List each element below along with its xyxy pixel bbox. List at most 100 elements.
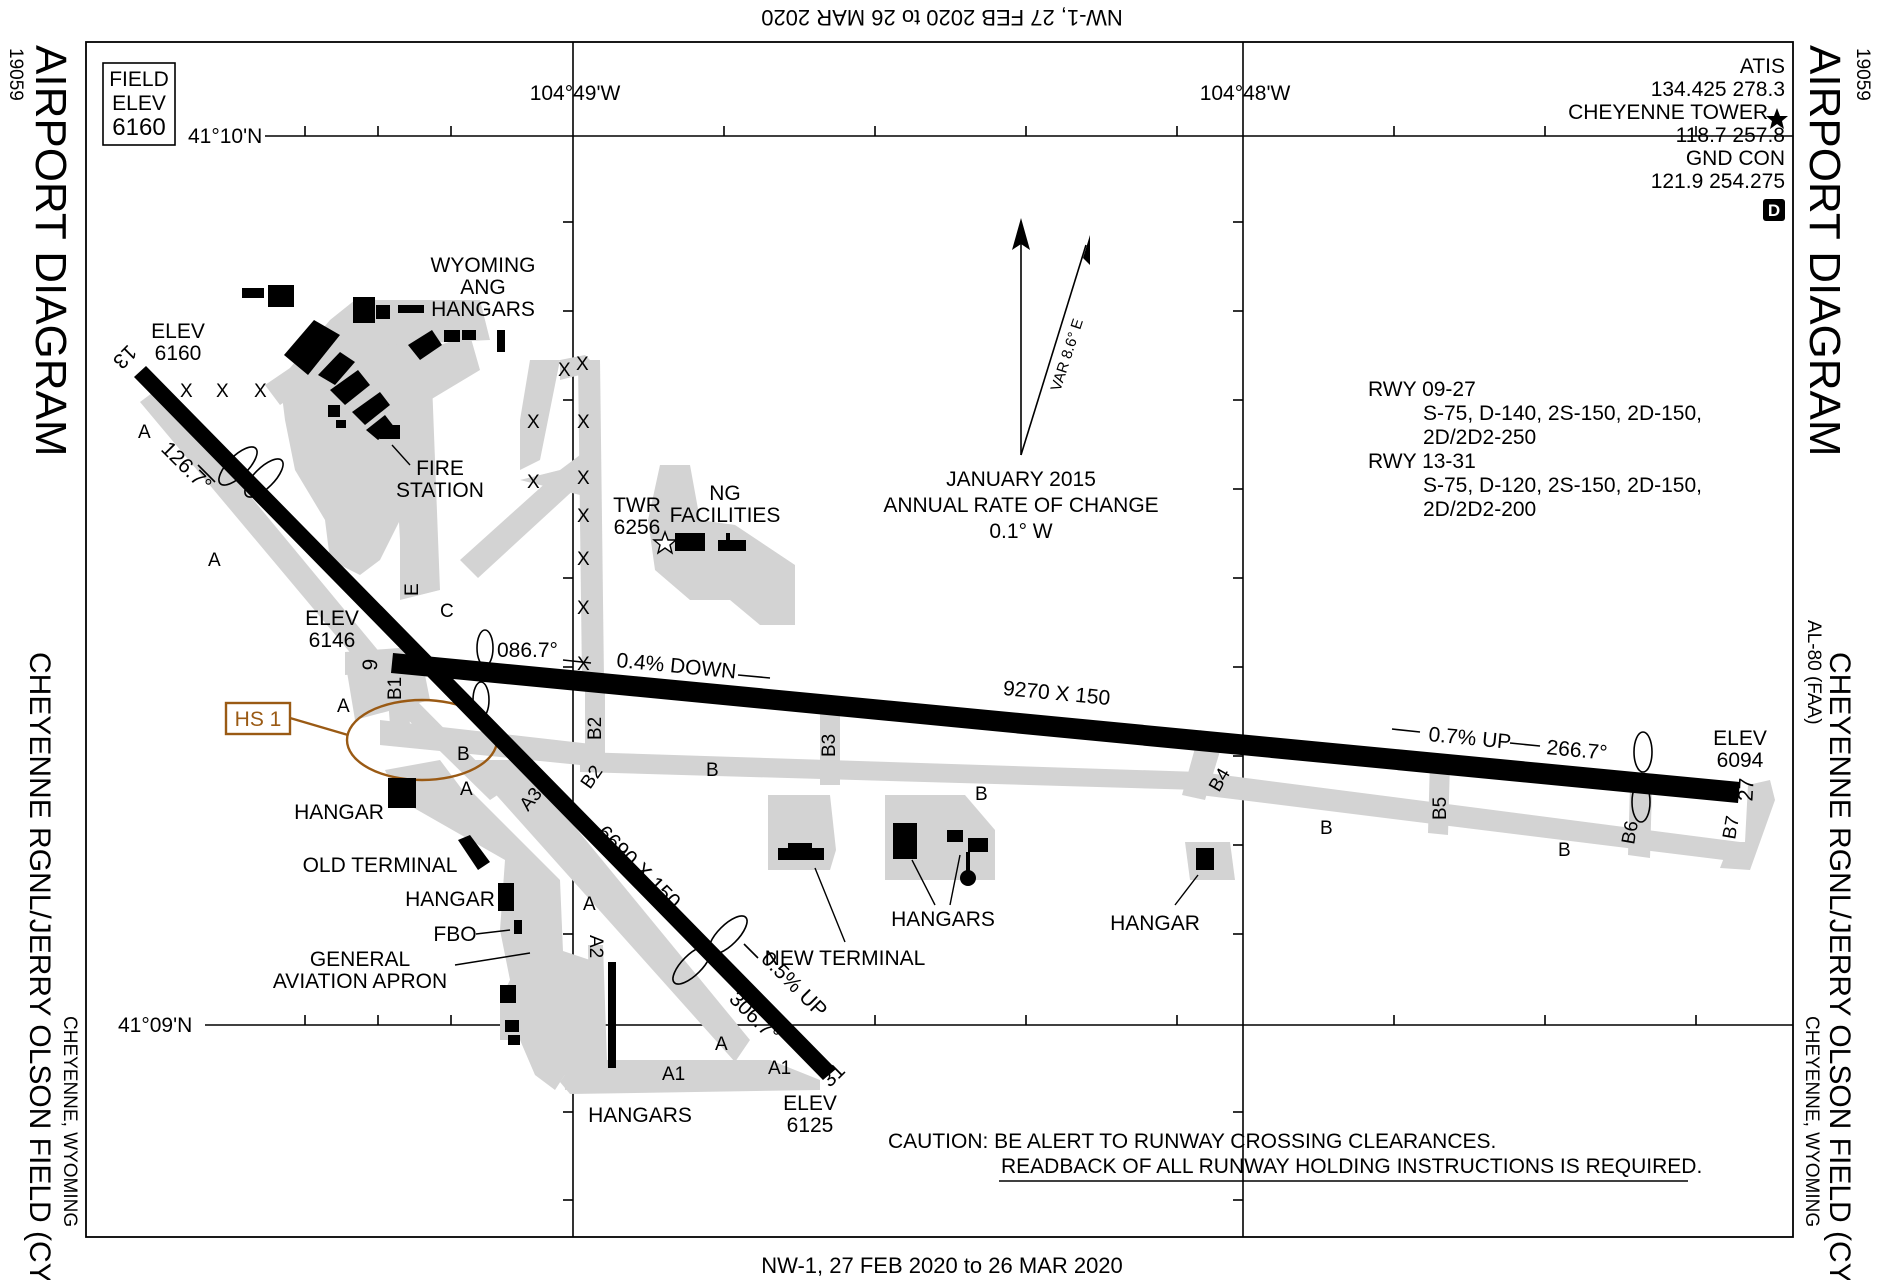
top-banner: NW-1, 27 FEB 2020 to 26 MAR 2020 [761,5,1123,30]
chart-border [85,41,1794,1238]
closed-mark: X [558,360,571,381]
buildings [242,285,1214,1068]
old-terminal-label: OLD TERMINAL [303,854,458,877]
city-left: CHEYENNE, WYOMING [59,1016,80,1227]
strength-rwy1-line1: S-75, D-140, 2S-150, 2D-150, [1423,402,1702,425]
strength-rwy1-line2: 2D/2D2-250 [1423,426,1536,449]
closed-mark: X [180,381,193,402]
elev-9-label: ELEV [305,607,359,630]
runway-9-27-dims: 9270 X 150 [1002,677,1111,710]
taxiway-b-label-4: B [1320,818,1333,839]
field-elevation-box: FIELD ELEV 6160 [102,62,176,146]
elev-31-value: 6125 [787,1114,834,1137]
tower-star-icon [652,530,678,555]
closed-mark: X [577,412,590,433]
strength-rwy1-title: RWY 09-27 [1368,378,1476,401]
elev-31-label: ELEV [783,1092,837,1115]
field-elev-value: 6160 [112,114,165,141]
closed-taxiway-marks: X X X X X X X X X X X X X [180,354,590,675]
closed-mark: X [577,654,590,675]
airport-name-left: CHEYENNE RGNL/JERRY OLSON FIELD (CYS) [23,652,56,1280]
taxiway-a-label-4: A [460,779,473,800]
taxiway-b-label-2: B [706,760,719,781]
heading-13-arrow [197,464,216,483]
closed-mark: X [577,549,590,570]
taxiway-b1-label: B1 [385,677,406,700]
hangars-mid-leader-1 [911,859,936,906]
fbo-label: FBO [433,923,476,946]
taxiway-e-label: E [402,583,423,596]
tower-label-1: TWR [613,494,661,517]
star-icon [1766,108,1788,129]
taxiway-a-label-2: A [208,550,221,571]
tower-frequency: 118.7 257.8 [1676,124,1785,147]
elev-9-value: 6146 [309,629,356,652]
city-right: CHEYENNE, WYOMING [1801,1016,1822,1227]
fire-station-leader [391,444,411,466]
new-terminal-label: NEW TERMINAL [765,947,926,970]
hangar-west-label: HANGAR [294,801,384,824]
hangars-south-label: HANGARS [588,1104,692,1127]
elev-27-label: ELEV [1713,727,1767,750]
taxiway-b6-label: B6 [1618,819,1643,846]
approach-light-icon-27 [1631,731,1653,823]
ground-frequency: 121.9 254.275 [1651,170,1785,193]
lon-label-left: 104°49'W [530,82,621,105]
magnetic-north-arrow-icon [1083,235,1090,265]
caution-line2: READBACK OF ALL RUNWAY HOLDING INSTRUCTI… [1001,1155,1702,1178]
field-elev-label-1: FIELD [109,68,169,91]
new-terminal-leader [814,867,846,943]
taxiway-a1-label-2: A1 [768,1058,791,1079]
taxiway-b-label-1: B [457,744,470,765]
closed-mark: X [577,468,590,489]
hangars-mid-leader-2 [949,854,961,906]
ga-apron-label-1: GENERAL [310,948,410,971]
heading-9-arrow [562,659,592,664]
hangar-east-leader [1174,874,1199,906]
magnetic-variation: VAR 8.6° E JANUARY 2015 ANNUAL RATE OF C… [883,218,1159,543]
strength-rwy2-line2: 2D/2D2-200 [1423,498,1536,521]
airport-name-right: CHEYENNE RGNL/JERRY OLSON FIELD (CYS) [1823,652,1856,1280]
frequency-block: ATIS 134.425 278.3 CHEYENNE TOWER 118.7 … [1568,55,1788,221]
atis-label: ATIS [1740,55,1785,78]
field-elev-label-2: ELEV [112,92,166,115]
approach-light-icon-31 [672,915,748,985]
chart-number-left: 19059 [5,48,26,101]
rate-of-change-line1: JANUARY 2015 [946,468,1096,491]
closed-mark: X [527,472,540,493]
runway-end-13: 13 [108,340,141,373]
taxiway-a-label-5: A [583,894,596,915]
fire-station-label-2: STATION [396,479,484,502]
lon-label-right: 104°48'W [1200,82,1291,105]
approach-light-icon-13 [218,446,284,498]
closed-mark: X [577,506,590,527]
atis-frequency: 134.425 278.3 [1651,78,1785,101]
gradient-down-arrow [737,674,771,679]
hangar-west2-label: HANGAR [405,888,495,911]
closed-mark: X [216,381,229,402]
hot-spot-label-box [224,701,292,736]
hangar-east-label: HANGAR [1110,912,1200,935]
rate-of-change-line3: 0.1° W [989,520,1052,543]
gradient-up-arrow [1391,728,1421,733]
al-number: AL-80 (FAA) [1803,620,1824,725]
wyoming-ang-label-2: ANG [460,276,506,299]
fire-station-label-1: FIRE [416,457,464,480]
ng-facilities-label-2: FACILITIES [670,504,781,527]
diagram-title-left: AIRPORT DIAGRAM [26,45,75,457]
taxiway-b2-label-1: B2 [585,717,606,740]
d-badge-letter: D [1768,201,1780,220]
wyoming-ang-label-1: WYOMING [431,254,536,277]
closed-mark: X [577,598,590,619]
taxiway-a-label-6: A [715,1034,728,1055]
tower-label: CHEYENNE TOWER [1568,101,1768,124]
taxiway-c-label: C [440,601,454,622]
ng-facilities-label-1: NG [709,482,741,505]
taxiway-a-label-3: A [337,696,350,717]
gradient-13-31-arrow [743,943,759,959]
fbo-leader [475,929,511,935]
closed-mark: X [527,412,540,433]
taxiway-a2-label: A2 [585,935,606,958]
true-north-arrow-icon [1012,218,1030,250]
